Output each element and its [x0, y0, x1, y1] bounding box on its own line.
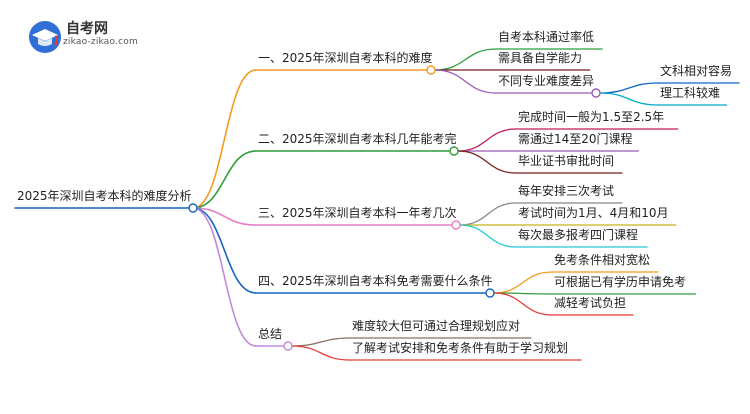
leaf-1-1-label: 自考本科通过率低 — [498, 30, 595, 44]
collapse-toggle-leaf-1-3[interactable] — [591, 88, 601, 98]
leaf-link-2-1 — [457, 128, 517, 152]
leaf-link-5-1 — [291, 337, 351, 347]
sub-leaf-2-label: 理工科较难 — [660, 86, 721, 100]
leaf-1-2-label: 需具备自学能力 — [498, 51, 583, 65]
branch-link-2 — [192, 150, 257, 209]
leaf-link-1-3 — [434, 69, 497, 94]
sub-link-2 — [599, 92, 659, 106]
leaf-5-2-label: 了解考试安排和免考条件有助于学习规划 — [352, 341, 569, 355]
leaf-3-3-label: 每次最多报考四门课程 — [518, 228, 639, 242]
collapse-toggle-branch-4[interactable] — [485, 288, 495, 298]
leaf-link-2-3 — [457, 150, 517, 174]
collapse-toggle-root[interactable] — [188, 203, 198, 213]
leaf-1-3-label: 不同专业难度差异 — [498, 74, 595, 88]
leaf-link-4-1 — [493, 271, 553, 294]
leaf-3-1-label: 每年安排三次考试 — [518, 184, 615, 198]
sub-link-1 — [599, 82, 659, 94]
branch-link-3 — [192, 207, 257, 226]
leaf-2-3-label: 毕业证书审批时间 — [518, 154, 615, 168]
collapse-toggle-branch-5[interactable] — [283, 341, 293, 351]
leaf-4-3-label: 减轻考试负担 — [554, 296, 627, 310]
leaf-5-1-label: 难度较大但可通过合理规划应对 — [352, 319, 521, 333]
collapse-toggle-branch-3[interactable] — [451, 220, 461, 230]
leaf-link-3-1 — [459, 202, 517, 226]
leaf-link-4-3 — [493, 292, 553, 316]
leaf-link-3-3 — [459, 224, 517, 248]
branch-5-label: 总结 — [258, 327, 283, 341]
leaf-4-2-label: 可根据已有学历申请免考 — [554, 275, 687, 289]
logo-url: zikao-zikao.com — [63, 37, 138, 47]
leaf-link-1-1 — [434, 48, 497, 71]
collapse-toggle-branch-1[interactable] — [426, 65, 436, 75]
branch-link-4 — [192, 207, 257, 294]
graduation-cap-icon — [29, 21, 61, 53]
branch-1-label: 一、2025年深圳自考本科的难度 — [258, 51, 433, 65]
branch-3-label: 三、2025年深圳自考本科一年考几次 — [258, 206, 457, 220]
branch-4-label: 四、2025年深圳自考本科免考需要什么条件 — [258, 274, 493, 288]
logo-name: 自考网 — [66, 21, 108, 37]
leaf-4-1-label: 免考条件相对宽松 — [554, 253, 651, 267]
leaf-2-2-label: 需通过14至20门课程 — [518, 132, 633, 146]
branch-link-1 — [192, 69, 257, 209]
leaf-2-1-label: 完成时间一般为1.5至2.5年 — [518, 110, 665, 124]
collapse-toggle-branch-2[interactable] — [449, 146, 459, 156]
sub-leaf-1-label: 文科相对容易 — [660, 64, 733, 78]
leaf-3-2-label: 考试时间为1月、4月和10月 — [518, 206, 669, 220]
branch-link-5 — [192, 207, 257, 347]
branch-2-label: 二、2025年深圳自考本科几年能考完 — [258, 132, 457, 146]
root-node-label: 2025年深圳自考本科的难度分析 — [17, 189, 192, 203]
leaf-link-5-2 — [291, 345, 351, 361]
